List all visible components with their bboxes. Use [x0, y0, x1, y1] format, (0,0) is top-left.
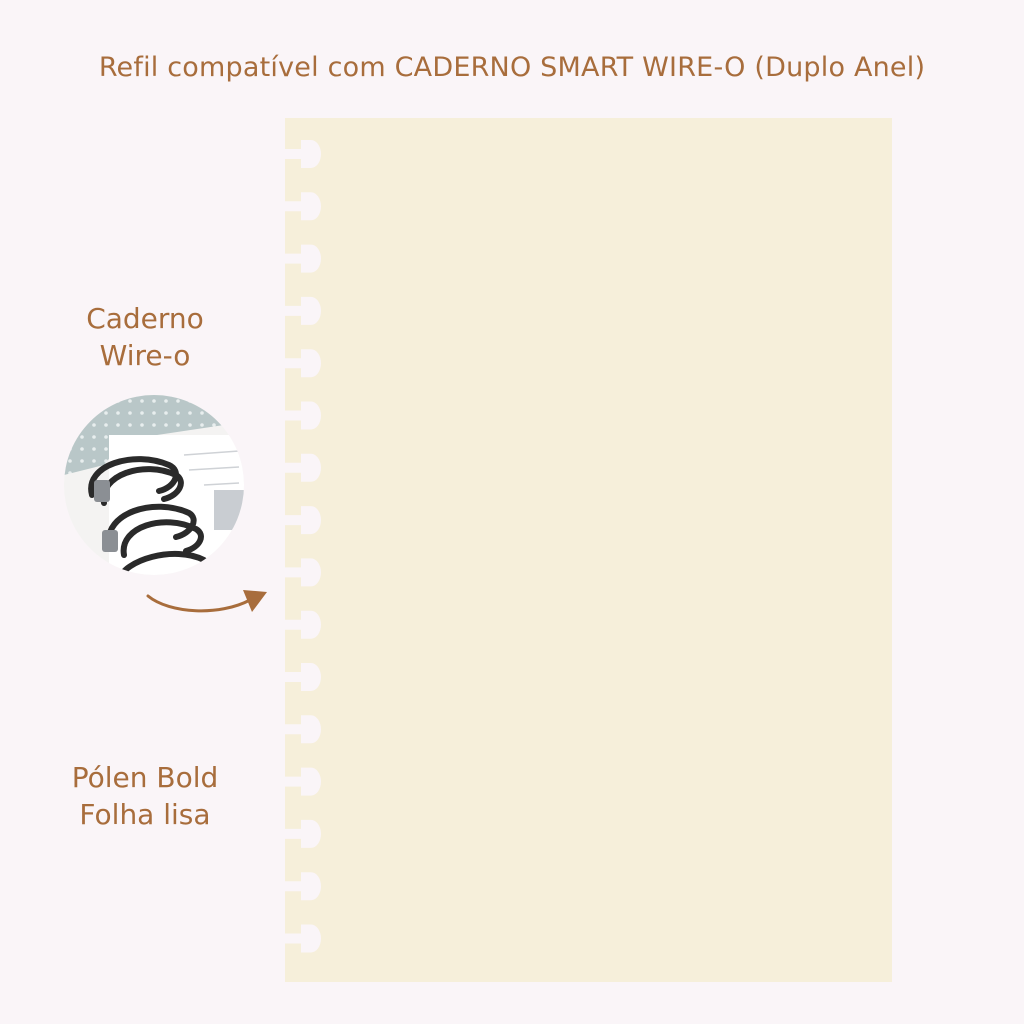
punch-slot	[285, 663, 321, 691]
wire-o-binding-illustration	[64, 395, 244, 575]
punch-slot	[285, 349, 321, 378]
refill-sheet	[285, 118, 892, 982]
punch-slot	[285, 767, 321, 796]
wire-o-binding-photo	[64, 395, 244, 575]
paper-label-line1: Pólen Bold	[71, 761, 219, 794]
punch-slot	[285, 715, 321, 744]
curved-arrow-icon	[146, 590, 267, 613]
punch-slot	[285, 506, 321, 535]
headline: Refil compatível com CADERNO SMART WIRE-…	[98, 52, 926, 83]
punch-slot	[285, 610, 321, 639]
refill-sheet-graphic	[285, 118, 892, 982]
punch-slot	[285, 872, 321, 901]
punch-slot	[285, 192, 321, 221]
punch-slot	[285, 453, 321, 482]
punch-slot	[285, 244, 321, 273]
punch-slot	[285, 924, 321, 953]
punch-slot	[285, 401, 321, 430]
paper-label: Pólen Bold Folha lisa	[40, 759, 250, 833]
punch-slot	[285, 819, 321, 848]
punch-slot	[285, 296, 321, 325]
binding-label-line2: Wire-o	[99, 339, 191, 372]
punch-slot	[285, 558, 321, 587]
binding-label-line1: Caderno	[86, 302, 204, 335]
paper-label-line2: Folha lisa	[79, 798, 211, 831]
sheet-page	[285, 118, 892, 982]
binding-label: Caderno Wire-o	[40, 300, 250, 374]
punch-slot	[285, 140, 321, 168]
